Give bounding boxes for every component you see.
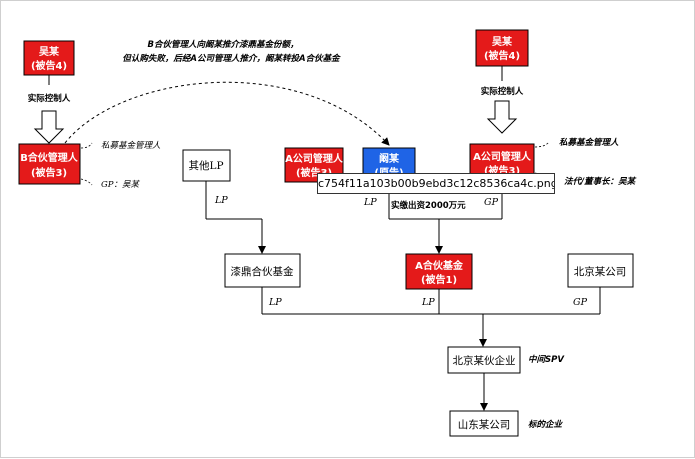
label-lp-qiding: LP bbox=[268, 297, 282, 308]
node-bj-company-label: 北京某公司 bbox=[574, 265, 627, 278]
node-a-gp-mid-line1: A公司管理人 bbox=[285, 152, 344, 165]
node-b-gp-line2: (被告3) bbox=[31, 166, 67, 179]
node-other-lp-label: 其他LP bbox=[188, 159, 223, 172]
node-a-gp-mid: A公司管理人 (被告3) bbox=[284, 147, 344, 183]
label-actual-controller-right: 实际控制人 bbox=[481, 86, 524, 97]
node-a-gp-top-line1: A公司管理人 bbox=[473, 150, 532, 163]
node-a-fund-line1: A合伙基金 bbox=[415, 259, 464, 272]
node-qiding-fund: 漆鼎合伙基金 bbox=[224, 253, 301, 288]
label-actual-contribution: 实缴出资2000万元 bbox=[391, 200, 466, 211]
node-other-lp: 其他LP bbox=[182, 149, 231, 182]
label-legal-rep: 法代/董事长：吴某 bbox=[564, 176, 637, 187]
node-bj-company: 北京某公司 bbox=[567, 253, 634, 288]
node-a-fund-line2: (被告1) bbox=[421, 273, 457, 286]
label-private-fund-mgr-left: 私募基金管理人 bbox=[101, 140, 161, 151]
node-wu-left-line1: 吴某 bbox=[39, 45, 60, 58]
node-b-gp-line1: B合伙管理人 bbox=[20, 151, 79, 164]
label-gp-agp: GP bbox=[484, 197, 499, 208]
label-private-fund-mgr-right: 私募基金管理人 bbox=[559, 137, 619, 148]
node-a-fund: A合伙基金 (被告1) bbox=[405, 253, 473, 290]
label-top-note-line2: 但认购失败，后经A公司管理人推介，阚某转投A合伙基金 bbox=[122, 53, 341, 64]
label-lp-other: LP bbox=[214, 195, 228, 206]
node-bj-enterprise: 北京某伙企业 bbox=[447, 346, 521, 374]
label-actual-controller-left: 实际控制人 bbox=[28, 93, 71, 104]
node-wu-right-line1: 吴某 bbox=[492, 35, 513, 48]
node-qiding-label: 漆鼎合伙基金 bbox=[231, 265, 294, 278]
label-lp-afund: LP bbox=[421, 297, 435, 308]
node-wu-right-line2: (被告4) bbox=[484, 49, 520, 62]
label-gp-bj: GP bbox=[573, 297, 588, 308]
node-b-gp: B合伙管理人 (被告3) bbox=[18, 143, 81, 185]
hollow-arrow-left bbox=[33, 110, 65, 144]
recommend-dashed-arrow bbox=[64, 81, 390, 146]
node-wu-left-line2: (被告4) bbox=[31, 59, 67, 72]
node-bj-enterprise-label: 北京某伙企业 bbox=[453, 354, 516, 367]
hollow-arrow-right bbox=[486, 100, 518, 134]
filename-tooltip: c754f11a103b00b9ebd3c12c8536ca4c.png bbox=[317, 173, 555, 194]
node-wu-left: 吴某 (被告4) bbox=[23, 40, 75, 76]
label-top-note-line1: B合伙管理人向阚某推介漆鼎基金份额， bbox=[148, 39, 299, 50]
label-gp-wu: GP：吴某 bbox=[101, 179, 141, 190]
node-yan-line1: 阚某 bbox=[379, 152, 400, 165]
node-sd-company-label: 山东某公司 bbox=[458, 418, 511, 431]
label-lp-yan: LP bbox=[363, 197, 377, 208]
node-sd-company: 山东某公司 bbox=[449, 410, 519, 437]
label-target: 标的企业 bbox=[528, 419, 564, 430]
label-mid-spv: 中间SPV bbox=[528, 354, 565, 365]
node-wu-right: 吴某 (被告4) bbox=[475, 29, 529, 67]
